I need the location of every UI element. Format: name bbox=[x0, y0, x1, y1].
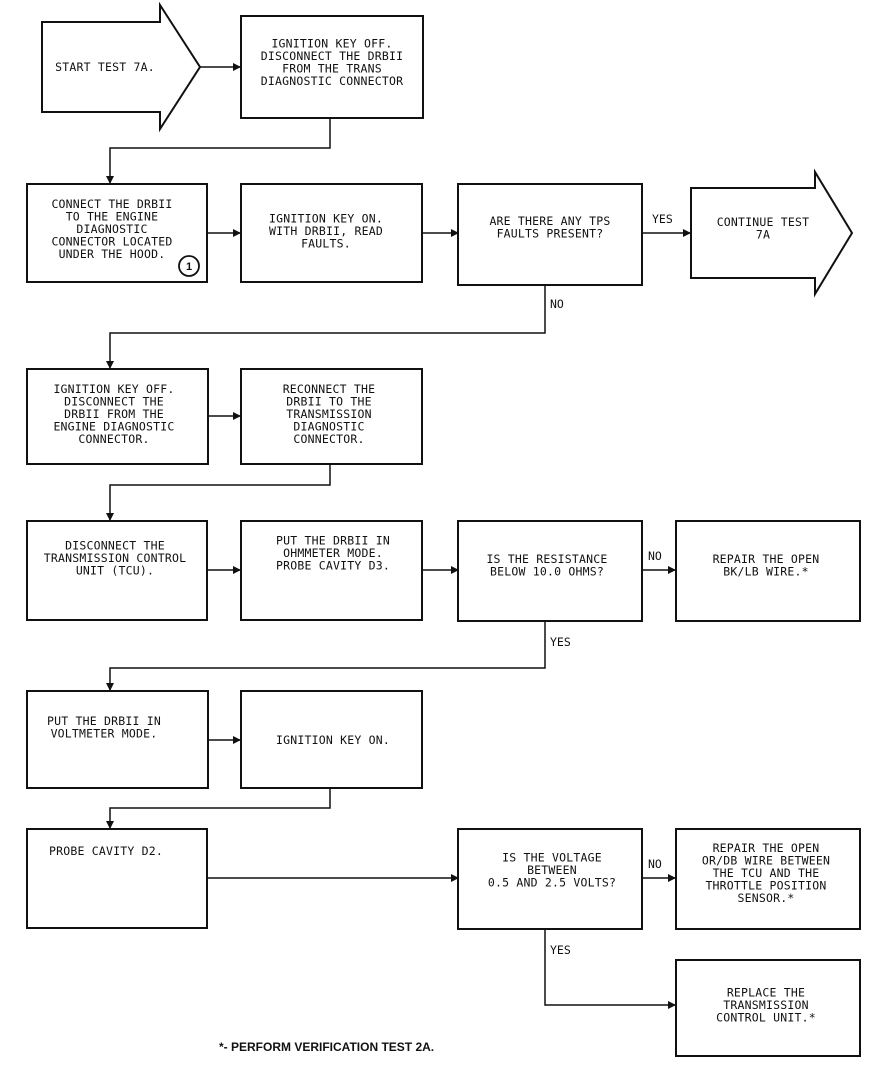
node-text-line: OHMMETER MODE. bbox=[283, 546, 383, 560]
node-text-line: BELOW 10.0 OHMS? bbox=[490, 564, 604, 578]
node-text-line: DISCONNECT THE bbox=[64, 395, 164, 409]
node-text-line: 0.5 AND 2.5 VOLTS? bbox=[488, 876, 616, 890]
node-text-line: DIAGNOSTIC CONNECTOR bbox=[261, 74, 403, 88]
node-text-line: DRBII FROM THE bbox=[64, 407, 164, 421]
label-volt-no: NO bbox=[648, 857, 662, 871]
start-arrow-shape bbox=[41, 1, 202, 133]
node-text-line: PROBE CAVITY D2. bbox=[49, 844, 163, 858]
node-text-line: CONNECTOR. bbox=[78, 432, 149, 446]
node-start: START TEST 7A. bbox=[41, 1, 202, 133]
node-text-line: THE TCU AND THE bbox=[713, 866, 820, 880]
node-text-line: PUT THE DRBII IN bbox=[47, 714, 161, 728]
node-text-line: CONNECTOR. bbox=[293, 432, 364, 446]
label-tps-yes: YES bbox=[652, 212, 673, 226]
node-text-line: TO THE ENGINE bbox=[66, 210, 159, 224]
node-text-line: VOLTMETER MODE. bbox=[51, 726, 158, 740]
node-text-line: PUT THE DRBII IN bbox=[276, 534, 390, 548]
node-text-line: DRBII TO THE bbox=[286, 395, 371, 409]
footnote: *- PERFORM VERIFICATION TEST 2A. bbox=[219, 1040, 434, 1054]
node-text-line: UNIT (TCU). bbox=[76, 564, 154, 578]
node-text-line: DIAGNOSTIC bbox=[76, 222, 147, 236]
node-text-line: FAULTS. bbox=[301, 237, 351, 251]
node-text-line: DISCONNECT THE DRBII bbox=[261, 49, 403, 63]
node-text-line: FAULTS PRESENT? bbox=[497, 226, 604, 240]
node-text-line: UNDER THE HOOD. bbox=[59, 247, 166, 261]
node-text-line: DISCONNECT THE bbox=[65, 539, 165, 553]
edge-labels: YES NO NO YES NO YES bbox=[550, 212, 673, 957]
connectors bbox=[106, 63, 691, 1009]
node-text-line: ENGINE DIAGNOSTIC bbox=[53, 420, 174, 434]
callout-circle-badge bbox=[178, 255, 200, 277]
node-ignition-on: IGNITION KEY ON. bbox=[240, 690, 423, 789]
node-text-line: 7A bbox=[756, 227, 770, 241]
node-text-line: START TEST 7A. bbox=[55, 60, 155, 74]
node-text-line: TRANSMISSION CONTROL bbox=[44, 551, 186, 565]
node-text-line: REPAIR THE OPEN bbox=[713, 841, 820, 855]
node-text-line: PROBE CAVITY D3. bbox=[276, 559, 390, 573]
node-text-line: ARE THERE ANY TPS bbox=[489, 214, 610, 228]
node-text-line: REPLACE THE bbox=[727, 986, 805, 1000]
node-text-line: IGNITION KEY ON. bbox=[269, 212, 383, 226]
edge-tpsq-no bbox=[106, 285, 546, 369]
edge-ignon-to-probed2 bbox=[106, 788, 331, 829]
node-probe-d2: PROBE CAVITY D2. bbox=[26, 828, 208, 929]
node-text-line: CONNECTOR LOCATED bbox=[51, 235, 172, 249]
node-text-line: BETWEEN bbox=[527, 863, 577, 877]
label-volt-yes: YES bbox=[550, 943, 571, 957]
node-text-line: BK/LB WIRE.* bbox=[723, 564, 808, 578]
callout-number: 1 bbox=[186, 261, 192, 273]
node-text-line: IGNITION KEY OFF. bbox=[271, 36, 392, 50]
continue-arrow-shape bbox=[690, 168, 854, 298]
edge-resq-yes bbox=[106, 621, 546, 691]
node-text-line: REPAIR THE OPEN bbox=[713, 552, 820, 566]
node-text-line: IS THE VOLTAGE bbox=[502, 851, 602, 865]
edge-voltq-yes bbox=[544, 929, 676, 1009]
node-text-line: TRANSMISSION bbox=[723, 998, 808, 1012]
label-tps-no: NO bbox=[550, 297, 564, 311]
node-text-line: THROTTLE POSITION bbox=[705, 879, 826, 893]
node-text-line: IGNITION KEY OFF. bbox=[53, 382, 174, 396]
node-text-line: RECONNECT THE bbox=[283, 382, 376, 396]
node-text-line: IGNITION KEY ON. bbox=[276, 733, 390, 747]
node-text-line: FROM THE TRANS bbox=[282, 61, 382, 75]
node-text-line: IS THE RESISTANCE bbox=[486, 552, 607, 566]
node-ignition-off-1: IGNITION KEY OFF.DISCONNECT THE DRBIIFRO… bbox=[240, 15, 424, 119]
node-text-line: WITH DRBII, READ bbox=[269, 224, 383, 238]
node-text-line: DIAGNOSTIC bbox=[293, 420, 364, 434]
node-text-line: CONNECT THE DRBII bbox=[51, 197, 172, 211]
node-text-line: CONTROL UNIT.* bbox=[716, 1011, 816, 1025]
label-res-yes: YES bbox=[550, 635, 571, 649]
node-text-line: CONTINUE TEST bbox=[717, 215, 810, 229]
label-res-no: NO bbox=[648, 549, 662, 563]
node-text-line: SENSOR.* bbox=[738, 891, 795, 905]
edge-reconnect-to-disctcu bbox=[106, 464, 331, 521]
node-text-line: OR/DB WIRE BETWEEN bbox=[702, 854, 830, 868]
node-text-line: TRANSMISSION bbox=[286, 407, 371, 421]
edge-ignoff1-to-connect bbox=[106, 118, 331, 184]
